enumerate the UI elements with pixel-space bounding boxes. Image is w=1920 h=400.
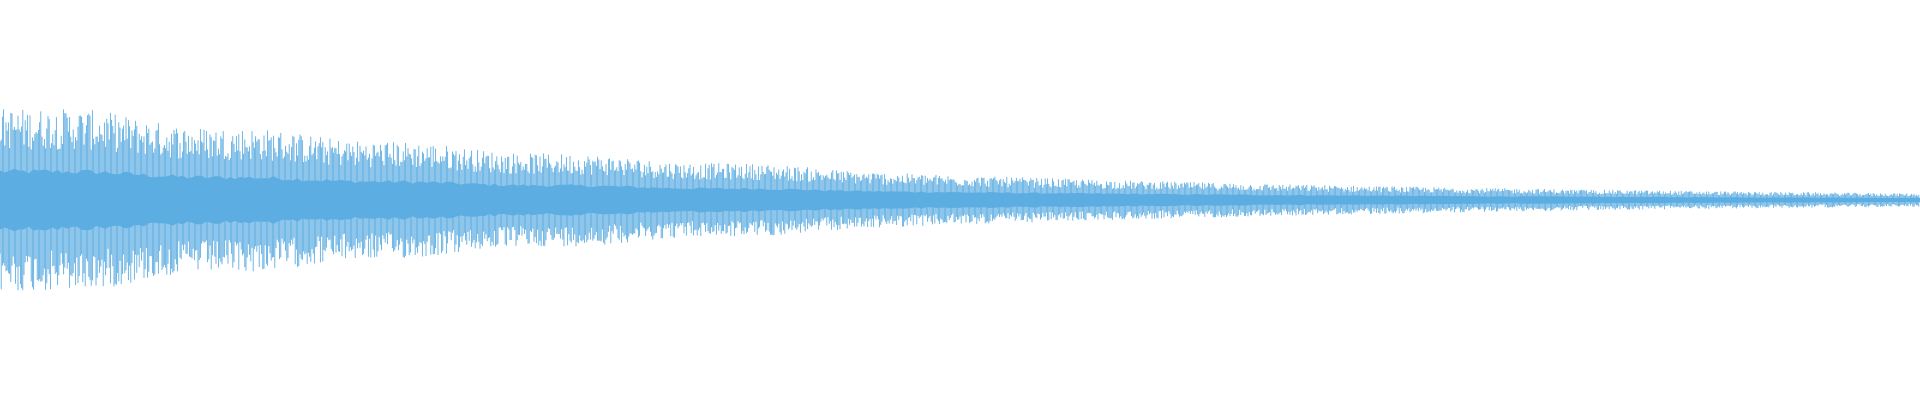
- waveform-sample-lines: [0, 109, 1920, 291]
- waveform-spikes: [0, 109, 1920, 291]
